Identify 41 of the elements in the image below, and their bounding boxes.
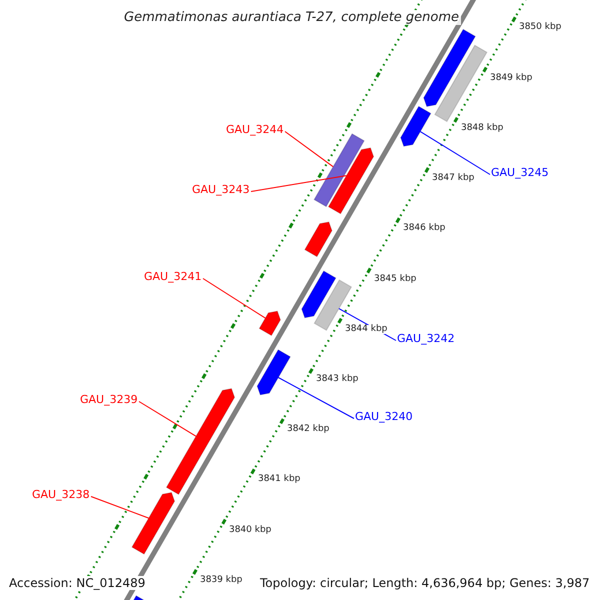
scale-label: 3848 kbp [460,124,504,133]
scale-label: 3843 kbp [316,374,358,384]
scale-label: 3845 kbp [374,274,416,284]
gene-label: GAU_3244 [226,124,284,135]
leader-line [250,175,347,192]
gene-feature [166,388,236,495]
gene-label: GAU_3238 [32,489,90,500]
scale-label: 3846 kbp [402,224,446,234]
gene-feature [258,310,281,336]
scale-label: 3842 kbp [286,425,330,434]
gene-label: GAU_3242 [397,333,455,344]
title: Gemmatimonas aurantiaca T-27, complete genome [122,10,462,25]
gene-feature [256,349,291,396]
leader-line [278,377,354,419]
leader-line [420,131,490,175]
gene-label: GAU_3243 [192,184,250,195]
gene-feature [400,106,432,147]
leader-line [138,401,196,437]
scale-label: 3847 kbp [432,174,474,184]
scale-label: 3841 kbp [258,475,300,484]
gene-label: GAU_3240 [355,411,413,422]
scale-label: 3850 kbp [518,23,562,32]
gene-feature [313,133,365,208]
genome-info-note: Topology: circular; Length: 4,636,964 bp; Genes: 3,987 [259,576,591,590]
gene-feature [304,221,332,258]
leader-line [90,496,150,519]
leader-line [284,131,334,168]
scale-label: 3839 kbp [200,576,242,585]
gene-label: GAU_3239 [80,394,138,405]
gene-feature [434,44,488,122]
leader-line [202,278,266,319]
scale-label: 3840 kbp [228,526,272,535]
gene-feature [131,492,176,555]
gene-label: GAU_3241 [144,271,202,282]
scale-label: 3849 kbp [490,74,532,83]
gene-feature [328,147,374,214]
scale-label: 3844 kbp [344,324,388,334]
gene-feature [301,270,336,318]
accession-note: Accession: NC_012489 [8,576,146,590]
gene-feature [423,28,476,108]
gene-label: GAU_3245 [491,167,549,178]
